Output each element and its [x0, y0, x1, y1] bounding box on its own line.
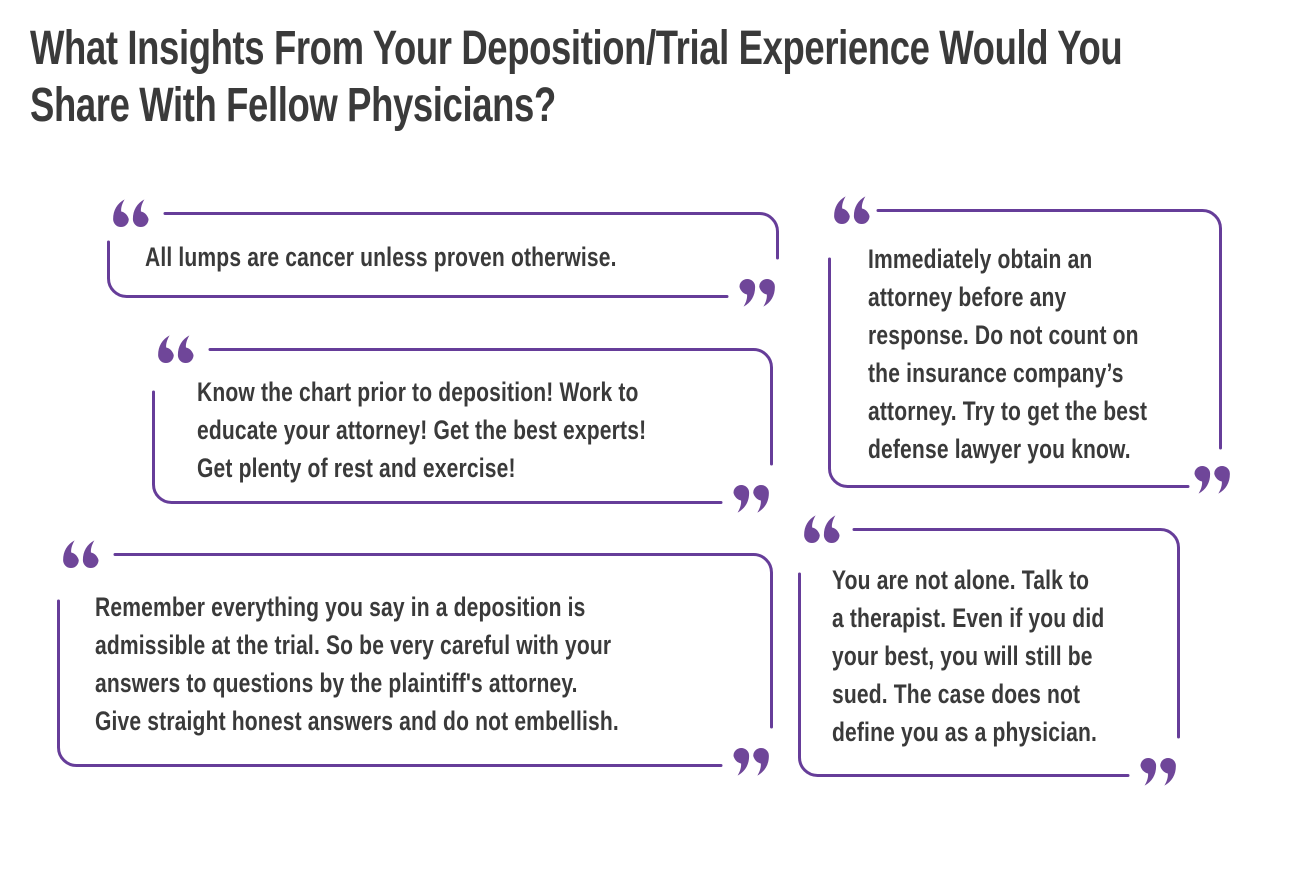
quote-text: Know the chart prior to deposition! Work… — [197, 377, 647, 483]
close-quote-icon — [733, 485, 769, 513]
close-quote-icon — [733, 748, 769, 776]
quote-text: You are not alone. Talk to a therapist. … — [832, 565, 1105, 747]
page-title: What Insights From Your Deposition/Trial… — [30, 22, 1123, 132]
quote-card-3: Remember everything you say in a deposit… — [57, 540, 773, 776]
quote-card-4: Immediately obtain an attorney before an… — [828, 196, 1230, 494]
open-quote-icon — [63, 540, 99, 568]
open-quote-icon — [834, 196, 870, 224]
card-border — [107, 212, 779, 298]
card-border — [152, 348, 773, 504]
card-border — [828, 209, 1222, 488]
close-quote-icon — [1194, 466, 1230, 494]
quote-text: Remember everything you say in a deposit… — [95, 592, 619, 736]
quote-text: All lumps are cancer unless proven other… — [145, 242, 617, 272]
quote-card-2: Know the chart prior to deposition! Work… — [152, 335, 773, 513]
open-quote-icon — [804, 515, 840, 543]
card-border — [57, 553, 773, 767]
card-border — [798, 528, 1180, 777]
open-quote-icon — [158, 335, 194, 363]
quote-text: Immediately obtain an attorney before an… — [868, 244, 1148, 464]
quote-card-1: All lumps are cancer unless proven other… — [107, 199, 779, 307]
close-quote-icon — [1140, 758, 1176, 786]
open-quote-icon — [113, 199, 149, 227]
close-quote-icon — [739, 279, 775, 307]
quote-card-5: You are not alone. Talk to a therapist. … — [798, 515, 1180, 786]
